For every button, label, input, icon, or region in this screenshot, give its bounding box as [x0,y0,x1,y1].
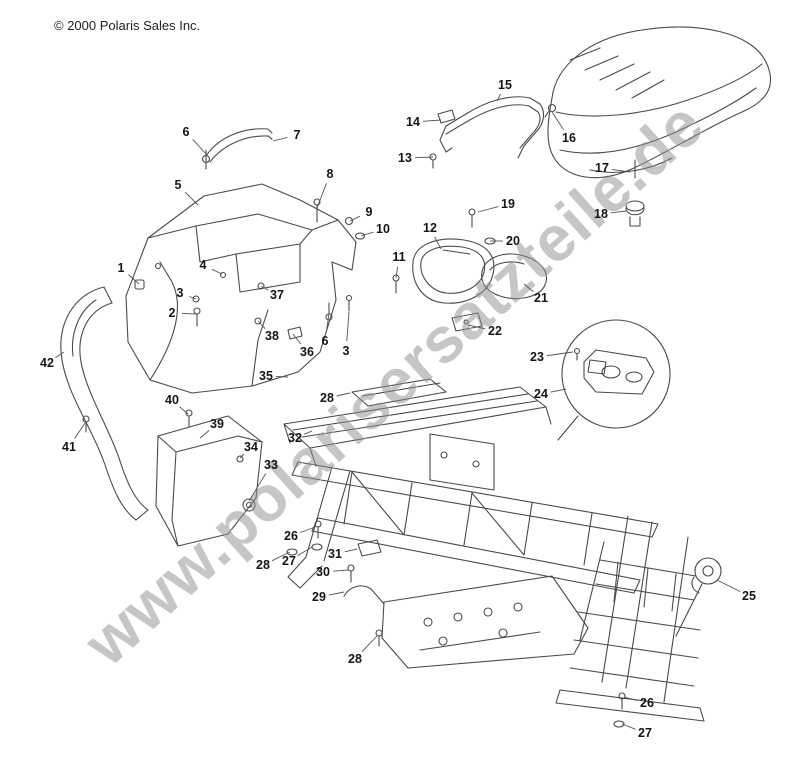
leader-line [192,139,208,156]
cab-hardware [134,198,400,340]
leader-line [496,93,501,102]
inner-panel [155,409,263,547]
leader-line [328,591,345,596]
leader-line [414,156,434,159]
leader-line [300,526,316,533]
leader-line [477,206,499,213]
leader-line [297,546,313,557]
leader-line [623,696,638,701]
rear-cab [125,183,357,394]
seat-bracket [429,96,557,169]
leader-line [434,236,442,250]
leader-line [184,191,199,206]
leader-line [360,231,374,237]
leader-line [272,136,288,142]
upper-strap [201,128,273,170]
leader-line [257,320,266,329]
leader-line [248,473,267,502]
bin-lid [481,253,547,300]
leader-line [181,312,198,315]
leader-line [621,723,636,730]
seat [547,26,771,179]
leader-line [260,285,269,291]
side-panel [60,286,149,521]
leader-line [546,351,574,357]
leader-line [523,283,534,292]
frame [283,378,705,728]
detail-circle [557,319,671,441]
leader-line [316,183,327,209]
leader-line [336,392,351,397]
leader-line [179,406,189,415]
leader-line [716,579,741,592]
leader-line [611,168,631,173]
leader-line [326,313,330,332]
leader-line [395,266,399,279]
seat-knob [625,200,645,227]
leader-line [304,430,313,435]
leader-line [332,569,349,572]
leader-line [271,551,291,562]
center-bracket [451,312,483,332]
leader-line [292,333,302,345]
leader-line [189,296,197,300]
leader-line [344,548,358,553]
leader-line [349,215,361,222]
leader-line [550,388,567,393]
leader-line [199,430,210,439]
leader-line [467,324,486,330]
copyright-notice: © 2000 Polaris Sales Inc. [54,18,201,33]
leader-line [275,376,289,378]
leader-line [551,111,564,130]
leader-line [211,268,223,275]
leader-line [74,422,86,439]
leader-line [610,210,627,214]
leader-line [128,274,140,285]
leader-line [346,311,350,342]
bushing [675,557,722,637]
leader-line [361,635,378,653]
leader-line [422,119,442,122]
leader-line [239,453,245,459]
leader-line [55,351,65,358]
